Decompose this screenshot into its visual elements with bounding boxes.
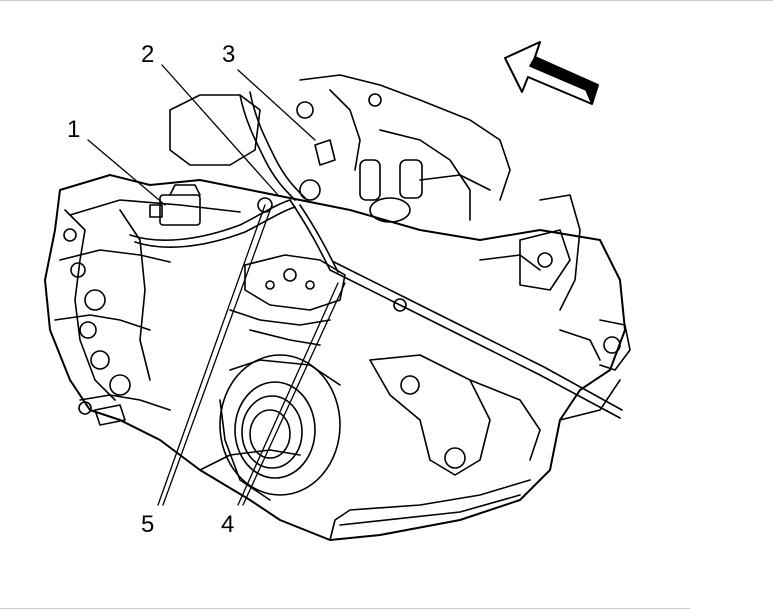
leader-3: [237, 69, 316, 141]
leader-5b: [162, 204, 273, 506]
front-direction-arrow-icon: [504, 41, 599, 105]
wiring-harness: [129, 91, 339, 273]
callout-3: 3: [222, 41, 236, 68]
leader-5a: [157, 204, 266, 506]
callout-5: 5: [141, 511, 155, 538]
transmission-case: [44, 174, 626, 541]
mount-bracket: [369, 354, 541, 476]
top-rule: [0, 0, 773, 1]
valve-body-area: [229, 254, 346, 346]
callout-2: 2: [141, 41, 155, 68]
upper-components: [169, 74, 511, 223]
leader-1: [87, 139, 166, 206]
right-components: [479, 194, 631, 371]
connector-1: [149, 184, 201, 226]
callout-4: 4: [221, 511, 235, 538]
bell-housing: [63, 209, 151, 426]
callout-1: 1: [67, 116, 81, 143]
leader-4b: [242, 282, 346, 506]
leader-2: [161, 64, 279, 196]
bottom-rule: [0, 608, 690, 609]
leader-lines: [87, 64, 346, 506]
axle-seal: [219, 354, 341, 501]
leader-4a: [237, 282, 339, 506]
dipstick-tube: [329, 261, 623, 419]
